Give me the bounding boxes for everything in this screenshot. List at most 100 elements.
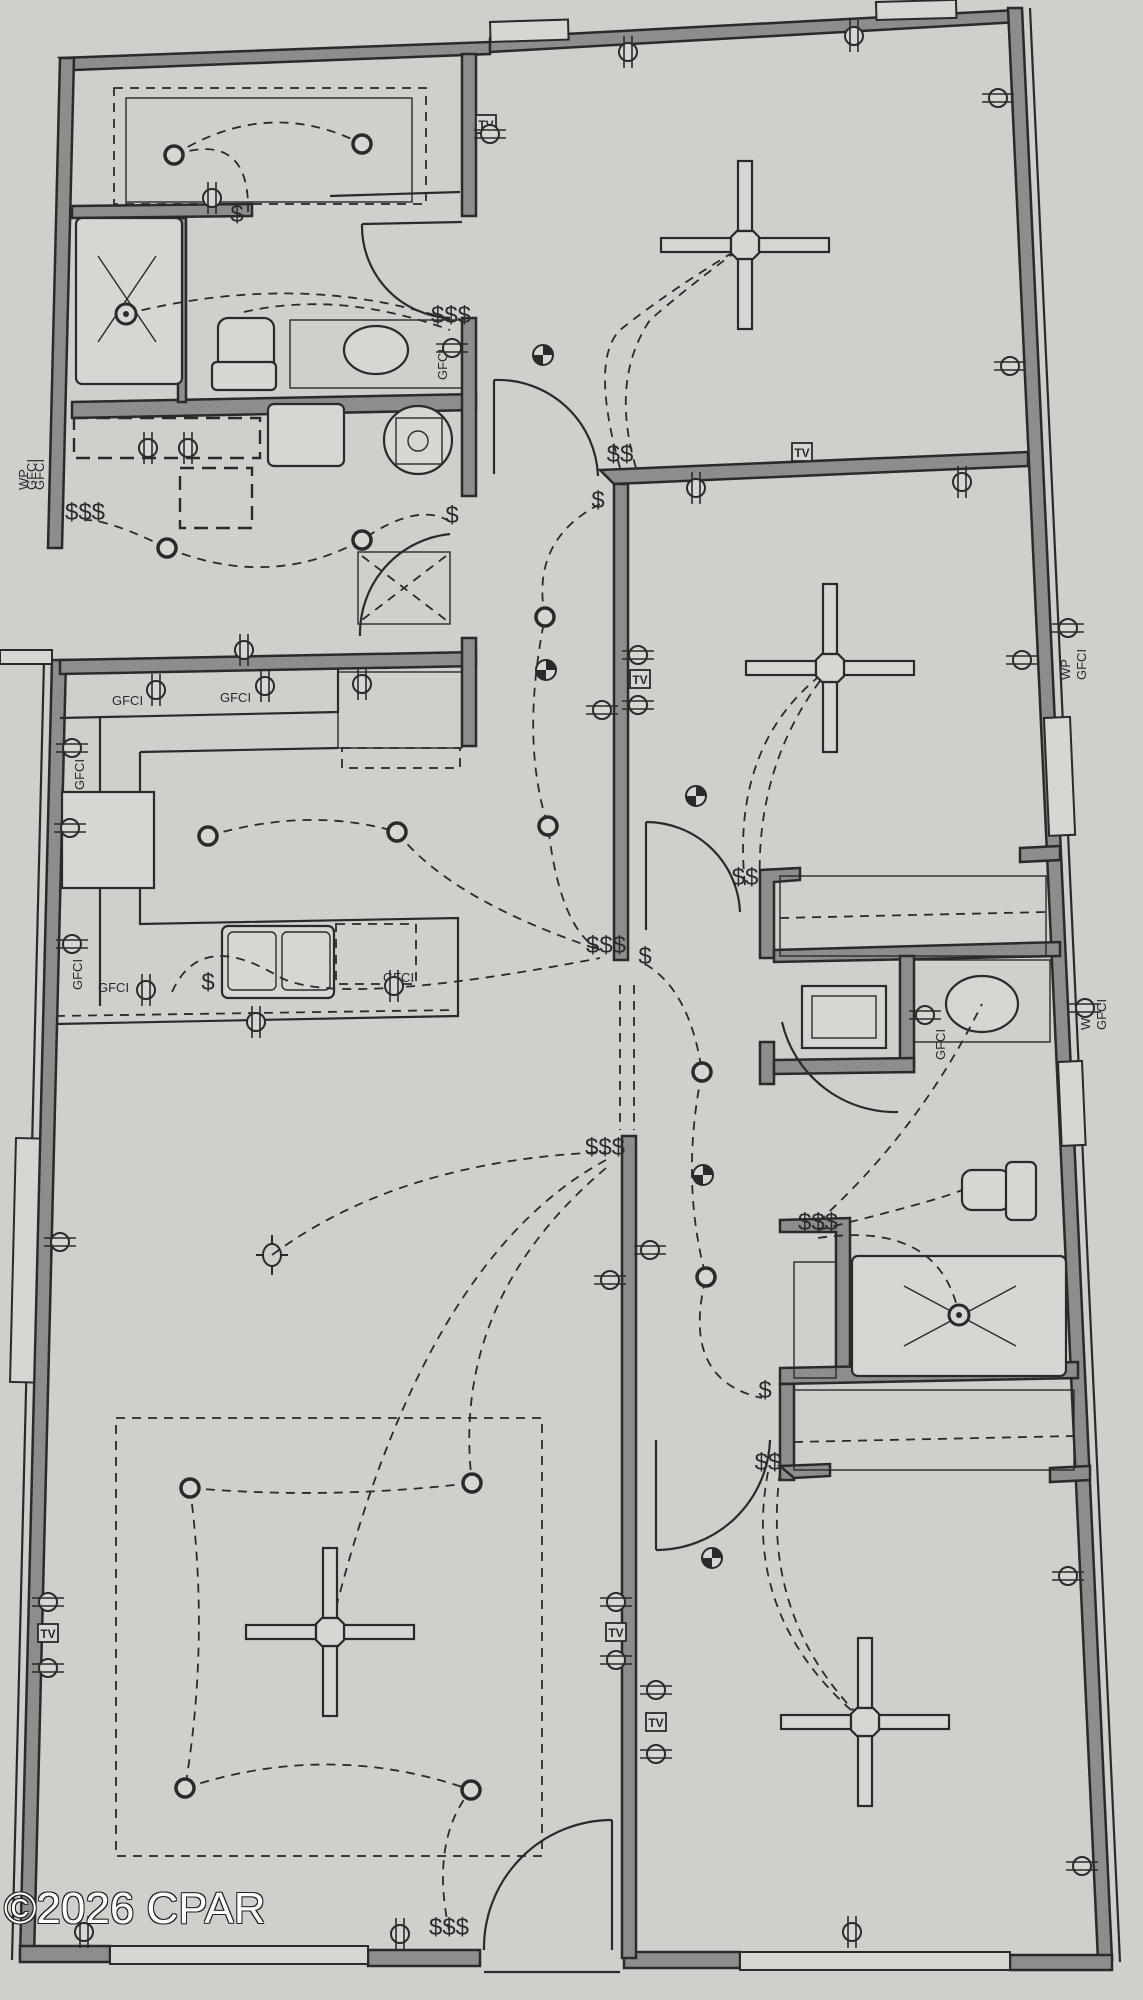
ceiling-fan-icon (659, 159, 831, 331)
duplex-outlet-icon (255, 670, 275, 702)
duplex-outlet-icon (146, 674, 166, 706)
duplex-outlet-icon (390, 1918, 410, 1950)
tv-outlet-icon: TV (37, 1623, 59, 1643)
duplex-outlet-icon (1066, 1856, 1098, 1876)
ceiling-light-icon (537, 815, 559, 837)
interior-walls (58, 52, 1092, 1960)
duplex-outlet-icon (844, 20, 864, 52)
duplex-outlet-icon (234, 634, 254, 666)
ceiling-fan-icon (779, 1636, 951, 1808)
light-switch-icon: $$$ (798, 1209, 838, 1236)
ceiling-light-icon (179, 1477, 201, 1499)
light-switch-icon: $$ (732, 864, 759, 891)
smoke-detector-icon (535, 659, 557, 681)
duplex-outlet-icon (618, 36, 638, 68)
svg-text:TV: TV (648, 1716, 663, 1730)
duplex-outlet-icon (640, 1680, 672, 1700)
duplex-outlet-icon (202, 182, 222, 214)
duplex-outlet-icon (246, 1006, 266, 1038)
duplex-outlet-icon (74, 1916, 94, 1948)
duplex-outlet-icon (44, 1232, 76, 1252)
duplex-outlet-icon (136, 974, 156, 1006)
tv-outlet-icon: TV (791, 442, 813, 462)
ceiling-fan-icon (244, 1546, 416, 1718)
ceiling-light-icon (174, 1777, 196, 1799)
electrical-symbols: TVTVTVTVTVTV$$$$$$$$$$$$$$$$$$$$$$$$$$$$… (16, 114, 1109, 1941)
duplex-outlet-icon (622, 645, 654, 665)
duplex-outlet-icon (1006, 650, 1038, 670)
light-switch-icon: $$$ (65, 499, 105, 526)
duplex-outlet-icon (909, 1005, 941, 1025)
light-switch-icon: $ (201, 969, 214, 996)
smoke-detector-icon (692, 1164, 714, 1186)
wiring (85, 121, 983, 1931)
duplex-outlet-icon (634, 1240, 666, 1260)
ceiling-light-icon (461, 1472, 483, 1494)
ceiling-light-icon (351, 529, 373, 551)
duplex-outlet-icon (384, 970, 404, 1002)
duplex-outlet-icon (1069, 998, 1101, 1018)
ceiling-light-icon (156, 537, 178, 559)
svg-text:TV: TV (40, 1627, 55, 1641)
svg-text:GFCI: GFCI (1094, 999, 1109, 1030)
svg-text:WP: WP (16, 469, 31, 490)
svg-text:GFCI: GFCI (1074, 649, 1089, 680)
gfci-label: GFCI (24, 459, 39, 490)
ceiling-light-icon (351, 133, 373, 155)
gfci-label: GFCI (70, 959, 85, 990)
duplex-outlet-icon (178, 432, 198, 464)
duplex-outlet-icon (54, 818, 86, 838)
duplex-outlet-icon (352, 668, 372, 700)
light-switch-icon: $ (591, 487, 604, 514)
duplex-outlet-icon (952, 466, 972, 498)
tv-outlet-icon: TV (629, 669, 651, 689)
svg-text:GFCI: GFCI (32, 459, 47, 490)
duplex-outlet-icon (982, 88, 1014, 108)
gfci-label: GFCI (72, 759, 87, 790)
gfci-label: GFCI (220, 690, 251, 705)
light-switch-icon: $ (758, 1377, 771, 1404)
duplex-outlet-icon (586, 700, 618, 720)
tv-outlet-icon: TV (605, 1622, 627, 1642)
ceiling-light-icon (695, 1266, 717, 1288)
smoke-detector-icon (532, 344, 554, 366)
light-switch-icon: $$ (607, 441, 634, 468)
svg-text:TV: TV (794, 446, 809, 460)
light-switch-icon: $ (445, 502, 458, 529)
duplex-outlet-icon (622, 695, 654, 715)
ceiling-light-icon (163, 144, 185, 166)
duplex-outlet-icon (56, 934, 88, 954)
duplex-outlet-icon (600, 1650, 632, 1670)
ceiling-light-icon (460, 1779, 482, 1801)
light-switch-icon: $$$ (429, 1914, 469, 1941)
ceiling-light-icon (534, 606, 556, 628)
copyright-watermark: ©2026 CPAR (4, 1884, 266, 1933)
duplex-outlet-icon (994, 356, 1026, 376)
light-switch-icon: $$$ (431, 302, 471, 329)
svg-text:TV: TV (632, 673, 647, 687)
exhaust-fan-icon (114, 302, 138, 326)
duplex-outlet-icon (32, 1592, 64, 1612)
duplex-outlet-icon (594, 1270, 626, 1290)
gfci-label: GFCI (435, 349, 450, 380)
light-switch-icon: $ (638, 943, 651, 970)
gfci-label: GFCI (112, 693, 143, 708)
tv-outlet-icon: TV (645, 1712, 667, 1732)
windows (0, 0, 1087, 1971)
duplex-outlet-icon (138, 432, 158, 464)
ceiling-light-icon (197, 825, 219, 847)
svg-text:TV: TV (608, 1626, 623, 1640)
svg-text:WP: WP (1058, 659, 1073, 680)
light-switch-icon: $$$ (586, 932, 626, 959)
exhaust-fan-icon (947, 1303, 971, 1327)
duplex-outlet-icon (1052, 1566, 1084, 1586)
light-switch-icon: $$$ (585, 1134, 625, 1161)
gfci-label: GFCI (933, 1029, 948, 1060)
duplex-outlet-icon (842, 1916, 862, 1948)
smoke-detector-icon (685, 785, 707, 807)
duplex-outlets (32, 20, 1101, 1950)
